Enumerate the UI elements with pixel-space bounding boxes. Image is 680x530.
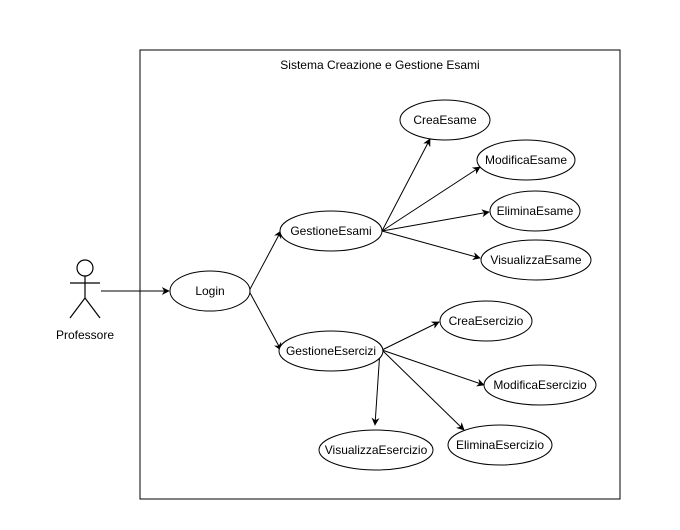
arrow-gestioneesercizi-creaesercizio — [381, 321, 440, 351]
arrow-login-gestioneesami — [248, 230, 282, 292]
use-case-crea-esame[interactable]: CreaEsame — [399, 99, 491, 141]
use-case-label: Login — [195, 284, 224, 298]
use-case-label: CreaEsame — [413, 113, 477, 127]
arrow-gestioneesercizi-modificaesercizio — [381, 349, 485, 387]
actor-professore[interactable]: Professore — [56, 259, 114, 342]
use-case-label: EliminaEsercizio — [456, 438, 544, 452]
use-case-login[interactable]: Login — [169, 270, 251, 312]
use-case-modifica-esercizio[interactable]: ModificaEsercizio — [483, 364, 597, 406]
use-case-visualizza-esame[interactable]: VisualizzaEsame — [480, 239, 592, 281]
use-case-label: EliminaEsame — [497, 204, 574, 218]
use-case-elimina-esercizio[interactable]: EliminaEsercizio — [447, 424, 553, 466]
arrow-gestioneesami-eliminaesame — [381, 209, 490, 232]
arrow-gestioneesami-visualizzaesame — [381, 230, 481, 260]
arrow-gestioneesami-creaesame — [381, 138, 431, 232]
use-case-label: CreaEsercizio — [449, 314, 524, 328]
use-case-modifica-esame[interactable]: ModificaEsame — [476, 139, 576, 181]
actor-left-leg — [69, 297, 86, 319]
actor-label: Professore — [56, 328, 114, 342]
arrow-gestioneesercizi-eliminaesercizio — [381, 349, 465, 431]
use-case-elimina-esame[interactable]: EliminaEsame — [489, 190, 581, 232]
actor-head — [76, 259, 94, 277]
use-case-label: GestioneEsami — [290, 224, 371, 238]
use-case-visualizza-esercizio[interactable]: VisualizzaEsercizio — [318, 429, 434, 471]
arrow-login-gestioneesercizi — [248, 290, 282, 351]
use-case-label: ModificaEsame — [485, 153, 567, 167]
connectors — [101, 138, 490, 431]
use-case-gestione-esercizi[interactable]: GestioneEsercizi — [278, 330, 384, 372]
use-case-label: GestioneEsercizi — [286, 344, 376, 358]
actor-right-leg — [84, 297, 101, 319]
use-case-label: ModificaEsercizio — [493, 378, 587, 392]
arrow-gestioneesami-modificaesame — [381, 166, 481, 232]
arrow-gestioneesercizi-visualizzaesercizio — [371, 349, 381, 426]
use-case-crea-esercizio[interactable]: CreaEsercizio — [439, 300, 533, 342]
use-case-label: VisualizzaEsame — [490, 253, 581, 267]
system-title: Sistema Creazione e Gestione Esami — [280, 58, 479, 72]
use-case-label: VisualizzaEsercizio — [325, 443, 428, 457]
use-case-gestione-esami[interactable]: GestioneEsami — [279, 210, 383, 252]
